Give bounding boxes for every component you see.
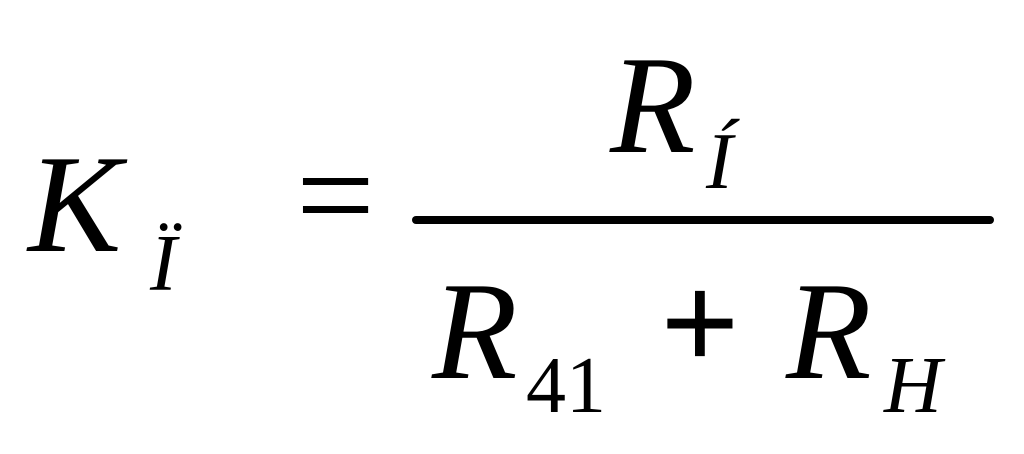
numerator-subscript: Í: [706, 118, 733, 206]
lhs-subscript: Ï: [150, 220, 177, 308]
equals-sign: =: [296, 118, 375, 273]
numerator-symbol: R: [610, 28, 696, 183]
fraction-bar: [412, 216, 994, 224]
denominator-term1-subscript: 41: [526, 342, 606, 430]
denominator-term1-symbol: R: [432, 254, 518, 409]
denominator-term2-subscript: H: [884, 342, 942, 430]
denominator-term2-symbol: R: [786, 254, 872, 409]
plus-sign: +: [660, 246, 740, 401]
lhs-symbol: K: [28, 127, 122, 282]
